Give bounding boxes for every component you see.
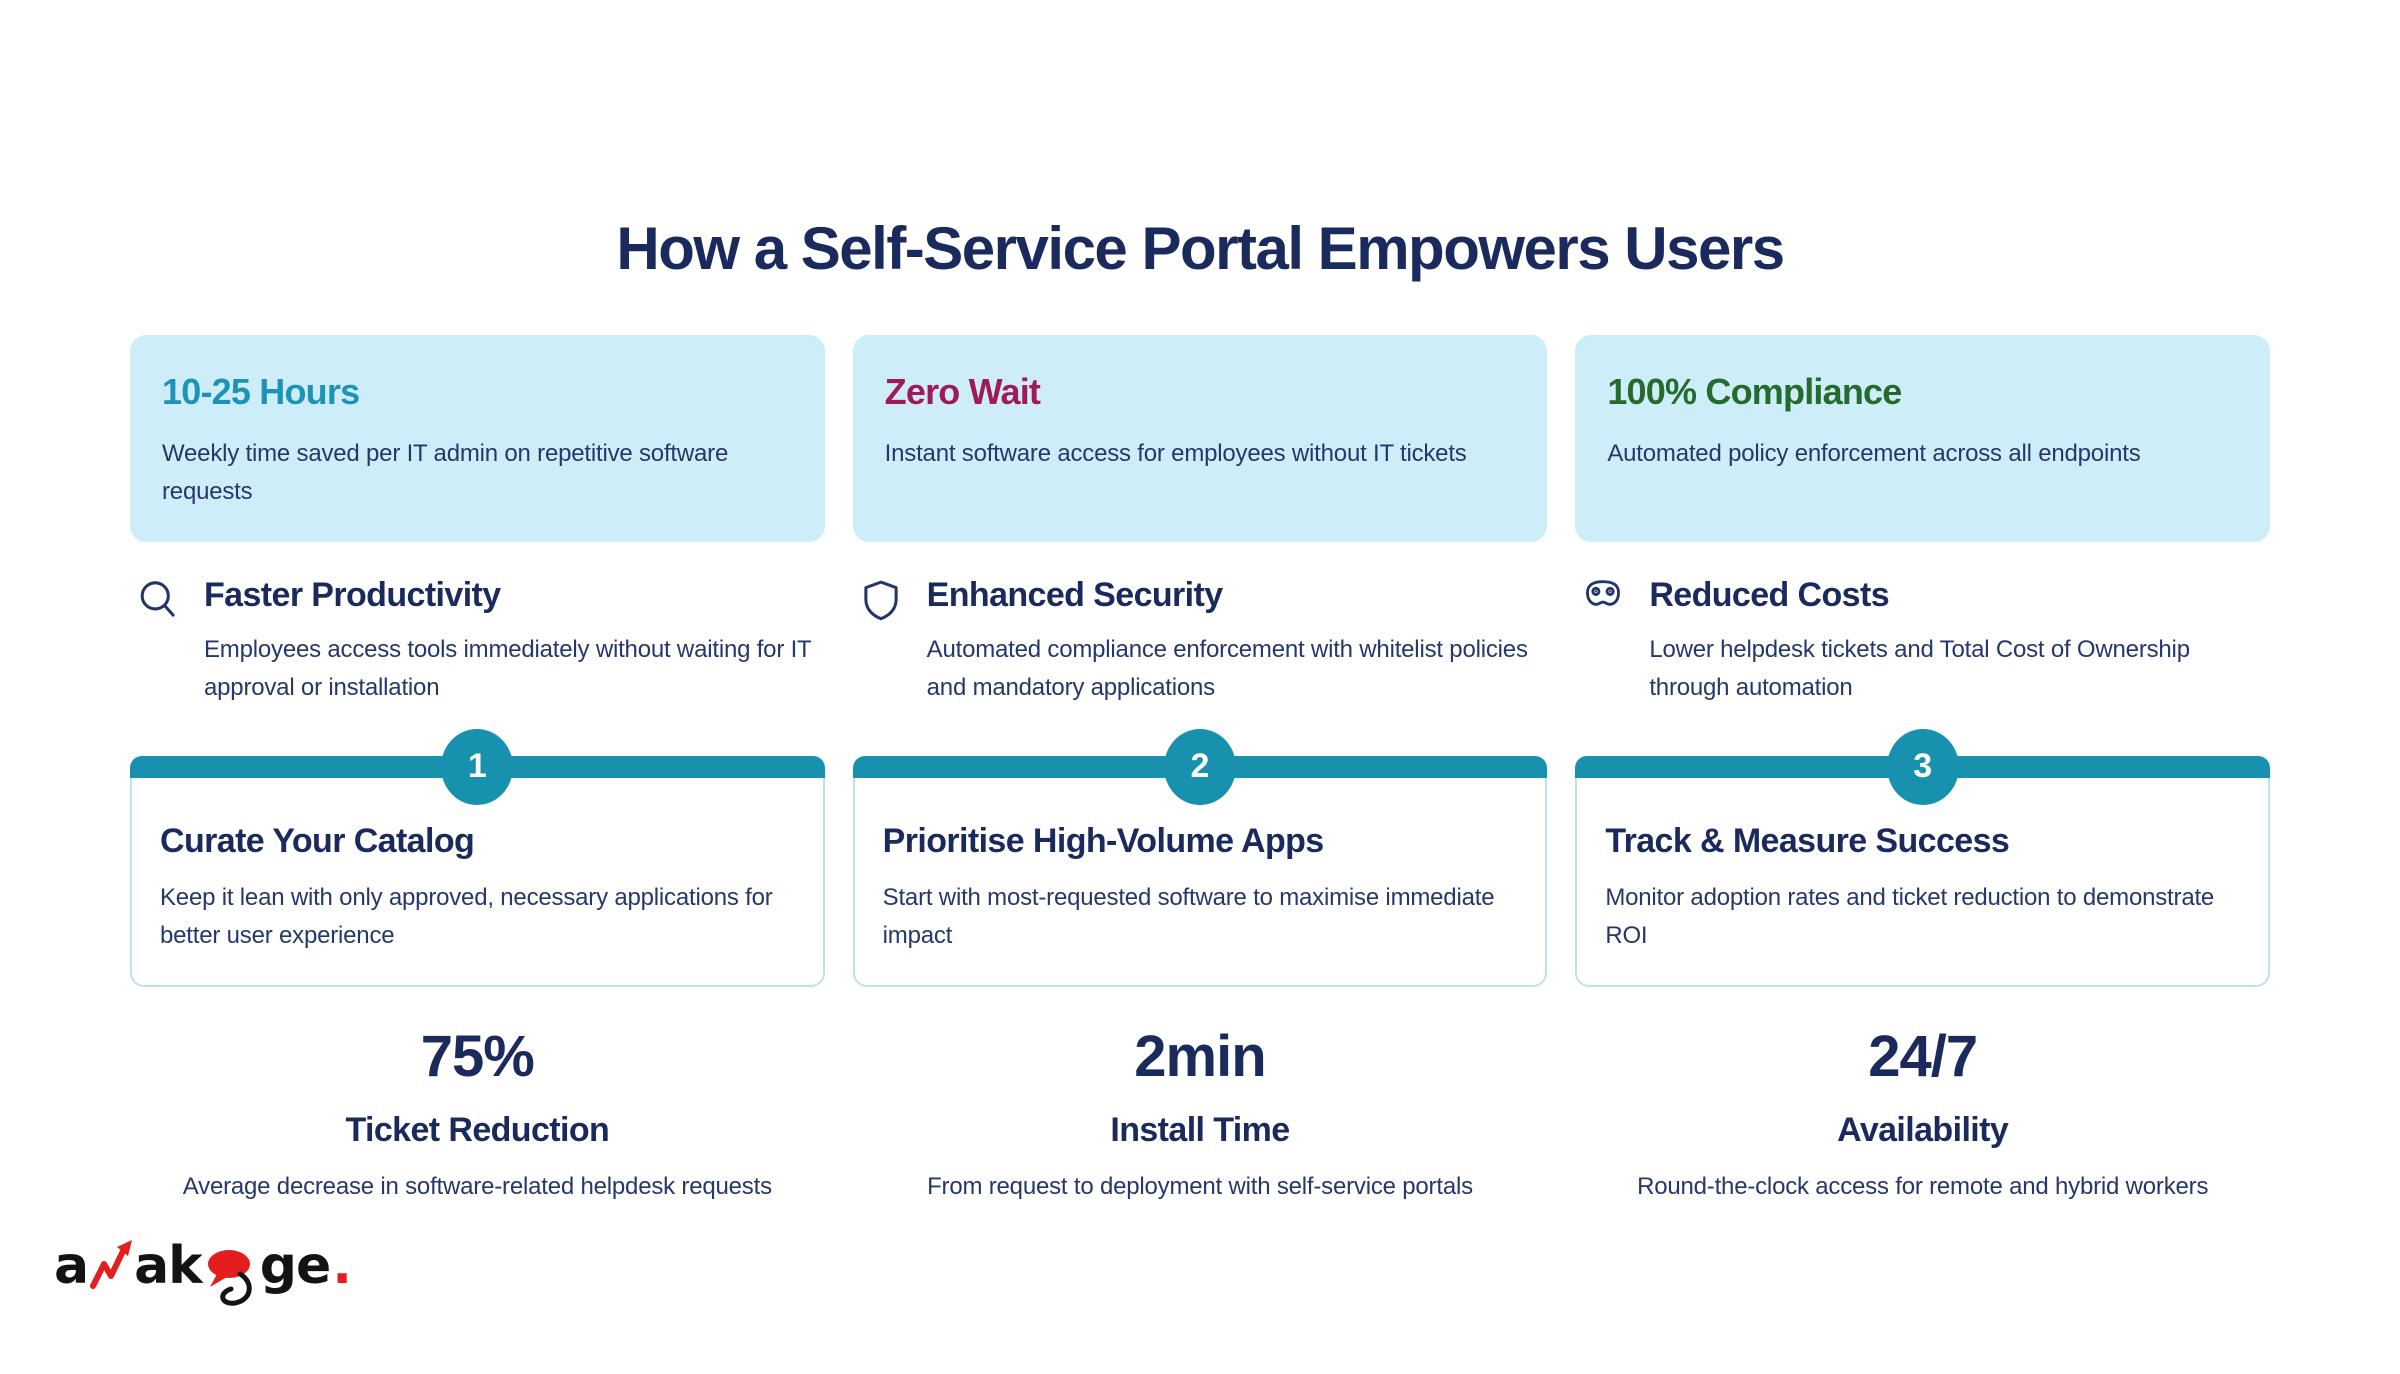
- step-card-3: 3 Track & Measure Success Monitor adopti…: [1575, 728, 2270, 988]
- speech-bubble-icon: [204, 1248, 258, 1310]
- feature-enhanced-security: Enhanced Security Automated compliance e…: [853, 576, 1548, 708]
- logo-letters-ak: ak: [134, 1236, 203, 1296]
- metric-label: Availability: [1837, 1111, 2009, 1150]
- metric-install-time: 2min Install Time From request to deploy…: [853, 1025, 1548, 1206]
- feature-description: Lower helpdesk tickets and Total Cost of…: [1649, 635, 2190, 702]
- step-title: Prioritise High-Volume Apps: [882, 821, 1325, 860]
- stat-headline: 100% Compliance: [1607, 371, 1902, 412]
- metric-value: 2min: [1134, 1024, 1266, 1090]
- step-number-badge: 3: [1886, 728, 1959, 805]
- metric-availability: 24/7 Availability Round-the-clock access…: [1575, 1025, 2270, 1206]
- steps-row: 1 Curate Your Catalog Keep it lean with …: [130, 728, 2270, 988]
- stat-cards-row: 10-25 Hours Weekly time saved per IT adm…: [130, 335, 2270, 542]
- logo-letters-ge: ge: [259, 1236, 331, 1296]
- metric-label: Install Time: [1110, 1111, 1290, 1150]
- feature-title: Enhanced Security: [926, 575, 1224, 614]
- features-row: Faster Productivity Employees access too…: [130, 576, 2270, 708]
- step-card-1: 1 Curate Your Catalog Keep it lean with …: [130, 728, 825, 988]
- brand-logo: a ak ge .: [54, 1236, 352, 1306]
- page-title: How a Self-Service Portal Empowers Users: [616, 215, 1785, 282]
- feature-description: Automated compliance enforcement with wh…: [926, 635, 1528, 702]
- stat-description: Automated policy enforcement across all …: [1607, 440, 2141, 467]
- step-body: Track & Measure Success Monitor adoption…: [1575, 777, 2270, 988]
- step-description: Start with most-requested software to ma…: [882, 883, 1495, 949]
- metric-value: 24/7: [1868, 1024, 1978, 1090]
- step-body: Curate Your Catalog Keep it lean with on…: [130, 777, 825, 988]
- stat-description: Weekly time saved per IT admin on repeti…: [162, 440, 729, 506]
- step-number-badge: 1: [441, 728, 514, 805]
- mask-icon: [1581, 576, 1625, 615]
- stat-card-zero-wait: Zero Wait Instant software access for em…: [852, 335, 1548, 542]
- step-description: Monitor adoption rates and ticket reduct…: [1605, 883, 2215, 949]
- step-title: Curate Your Catalog: [160, 821, 475, 860]
- feature-faster-productivity: Faster Productivity Employees access too…: [130, 576, 825, 708]
- stat-card-compliance: 100% Compliance Automated policy enforce…: [1575, 335, 2270, 542]
- step-number-badge: 2: [1163, 728, 1236, 805]
- feature-reduced-costs: Reduced Costs Lower helpdesk tickets and…: [1575, 576, 2270, 708]
- feature-description: Employees access tools immediately witho…: [204, 635, 812, 702]
- feature-title: Reduced Costs: [1649, 575, 1890, 614]
- stat-headline: 10-25 Hours: [162, 371, 360, 412]
- metric-value: 75%: [420, 1024, 535, 1090]
- arrow-up-icon: [89, 1240, 133, 1292]
- logo-letter-a: a: [54, 1236, 89, 1296]
- step-card-2: 2 Prioritise High-Volume Apps Start with…: [852, 728, 1548, 988]
- metric-label: Ticket Reduction: [345, 1111, 610, 1150]
- metric-description: Average decrease in software-related hel…: [182, 1173, 772, 1201]
- stat-description: Instant software access for employees wi…: [884, 440, 1467, 467]
- logo-dot: .: [332, 1236, 352, 1296]
- metric-ticket-reduction: 75% Ticket Reduction Average decrease in…: [130, 1025, 825, 1206]
- feature-title: Faster Productivity: [204, 575, 501, 614]
- step-title: Track & Measure Success: [1605, 821, 2010, 860]
- step-body: Prioritise High-Volume Apps Start with m…: [852, 777, 1548, 988]
- metric-description: Round-the-clock access for remote and hy…: [1637, 1173, 2209, 1201]
- metrics-row: 75% Ticket Reduction Average decrease in…: [130, 1025, 2270, 1206]
- metric-description: From request to deployment with self-ser…: [927, 1173, 1473, 1201]
- shield-icon: [859, 576, 903, 627]
- search-icon: [136, 576, 180, 627]
- stat-headline: Zero Wait: [884, 371, 1041, 412]
- step-description: Keep it lean with only approved, necessa…: [160, 883, 773, 949]
- stat-card-hours: 10-25 Hours Weekly time saved per IT adm…: [130, 335, 825, 542]
